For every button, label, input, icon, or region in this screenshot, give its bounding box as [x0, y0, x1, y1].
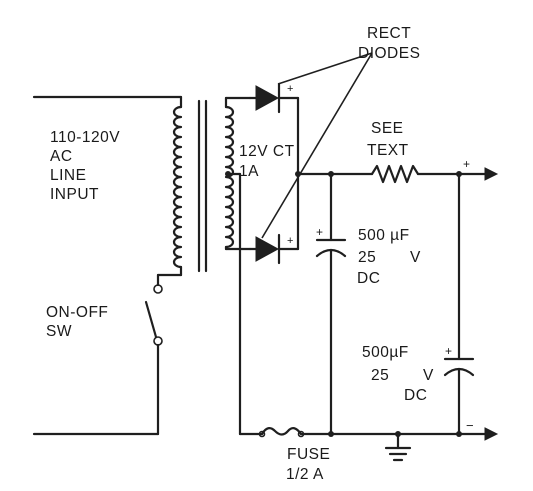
diodes-label: RECT DIODES — [358, 25, 420, 62]
cap1-plus: + — [316, 225, 324, 239]
on-off-switch — [144, 284, 163, 346]
fuse-label: FUSE 1/2 A — [286, 446, 330, 483]
switch-label-sw: SW — [46, 323, 72, 340]
diode-upper: + — [248, 82, 300, 114]
cap1-label-dc: DC — [357, 270, 380, 287]
transformer-core — [197, 99, 208, 273]
cap2-label-capacitance: 500µF — [362, 344, 409, 361]
negative-rail: − — [299, 418, 499, 441]
output-plus: + — [463, 157, 471, 171]
diode-lower: + — [248, 233, 300, 265]
fuse-label-fuse: FUSE — [287, 446, 330, 463]
capacitor-2-label: 500µF 25 V DC — [362, 344, 434, 404]
fuse-label-rating: 1/2 A — [286, 466, 324, 483]
cap1-label-25: 25 — [358, 249, 376, 266]
diode-upper-plus: + — [287, 83, 294, 95]
resistor-label: SEE TEXT — [367, 120, 409, 159]
cap2-label-v: V — [423, 367, 434, 384]
input-label-line: LINE — [50, 167, 86, 184]
transformer-rating-voltage: 12V CT — [239, 143, 295, 160]
ac-line-input — [32, 95, 183, 436]
output-minus: − — [466, 418, 474, 433]
transformer-label: 12V CT 1A — [239, 143, 295, 180]
cap1-label-v: V — [410, 249, 421, 266]
fuse — [258, 427, 305, 438]
diode-lower-plus: + — [287, 235, 294, 247]
cap2-plus: + — [445, 344, 453, 358]
input-label-input: INPUT — [50, 186, 99, 203]
diode-pointer-lines — [261, 52, 373, 239]
positive-rail: + — [295, 157, 499, 184]
capacitor-2: + — [443, 172, 475, 436]
input-label: 110-120V AC LINE INPUT — [50, 129, 120, 203]
diodes-label-diodes: DIODES — [358, 45, 420, 62]
diodes-label-rect: RECT — [367, 25, 411, 42]
capacitor-1: + — [315, 172, 347, 436]
cap2-label-dc: DC — [404, 387, 427, 404]
switch-label: ON-OFF SW — [46, 304, 108, 340]
input-label-ac: AC — [50, 148, 73, 165]
cap2-label-25: 25 — [371, 367, 389, 384]
switch-label-on-off: ON-OFF — [46, 304, 108, 321]
input-label-voltage: 110-120V — [50, 129, 120, 146]
center-tap-return — [238, 172, 264, 436]
capacitor-1-label: 500 µF 25 V DC — [357, 227, 421, 287]
transformer-rating-current: 1A — [239, 163, 259, 180]
resistor-label-see: SEE — [371, 120, 404, 137]
transformer — [156, 95, 252, 287]
primary-winding — [156, 95, 183, 287]
secondary-winding — [224, 96, 252, 251]
ground-symbol — [384, 432, 412, 462]
cap1-label-capacitance: 500 µF — [358, 227, 410, 244]
resistor-label-text: TEXT — [367, 142, 409, 159]
